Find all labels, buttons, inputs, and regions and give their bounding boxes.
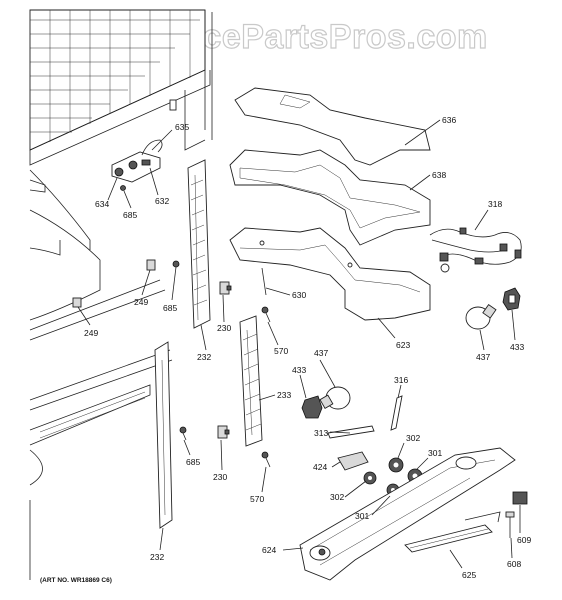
clip-230-lower [217,425,230,439]
callout-685-a: 685 [123,210,137,220]
socket-433-right [502,287,521,311]
screw-685-mid [172,260,180,268]
socket-433-left [301,395,323,419]
screw-685-top [120,185,126,191]
screw-570-lower [261,451,271,468]
callout-685-c: 685 [186,457,200,467]
wire-harness-318 [429,227,522,273]
roller-302-lower [363,471,377,485]
callout-labels: 636 635 638 318 634 632 685 249 685 249 … [84,115,531,580]
screw-685-low [179,426,187,441]
callout-232-b: 232 [150,552,164,562]
roller-302-upper [388,457,404,473]
bulb-437-left [319,386,351,410]
callout-249-b: 249 [84,328,98,338]
callout-302-a: 302 [406,433,420,443]
rail-233 [239,315,263,447]
callout-570-a: 570 [274,346,288,356]
callout-301-b: 301 [355,511,369,521]
rail-232-lower [154,341,173,529]
callout-301-a: 301 [428,448,442,458]
drawer-frame-624 [299,447,516,581]
callout-636: 636 [442,115,456,125]
callout-609: 609 [517,535,531,545]
light-shield-636 [234,87,431,166]
switch-609 [512,491,528,505]
bulb-437-right [465,303,497,330]
callout-437-a: 437 [314,348,328,358]
bracket-424 [337,451,369,471]
callout-634: 634 [95,199,109,209]
art-number: (ART NO. WR18869 C6) [40,577,112,584]
callout-318: 318 [488,199,502,209]
light-tray-623 [229,227,431,321]
callout-433-a: 433 [292,365,306,375]
callout-316: 316 [394,375,408,385]
control-632 [111,151,161,183]
light-housing-638 [229,149,431,246]
rod-313 [327,425,375,439]
callout-625: 625 [462,570,476,580]
trim-strip-625 [404,511,501,553]
callout-570-b: 570 [250,494,264,504]
clip-249-upper [146,259,156,271]
callout-623: 623 [396,340,410,350]
callout-630: 630 [292,290,306,300]
callout-230-a: 230 [217,323,231,333]
callout-437-b: 437 [476,352,490,362]
callout-249-a: 249 [134,297,148,307]
callout-233: 233 [277,390,291,400]
callout-638: 638 [432,170,446,180]
callout-685-b: 685 [163,303,177,313]
callout-232-a: 232 [197,352,211,362]
rod-316 [390,395,403,431]
callout-424: 424 [313,462,327,472]
leader-lines [77,119,521,569]
callout-632: 632 [155,196,169,206]
callout-624: 624 [262,545,276,555]
bolt-608 [505,511,515,538]
callout-635: 635 [175,122,189,132]
clip-230-upper [219,281,232,295]
knob-634 [114,167,124,177]
screw-570-upper [261,306,271,323]
callout-230-b: 230 [213,472,227,482]
cabinet-illustration [29,9,213,580]
callout-302-b: 302 [330,492,344,502]
callout-313: 313 [314,428,328,438]
pin-630 [261,267,267,296]
callout-433-b: 433 [510,342,524,352]
callout-608: 608 [507,559,521,569]
clip-249-lower [72,297,82,308]
wire-635 [141,139,163,156]
rail-232-upper [187,159,211,329]
